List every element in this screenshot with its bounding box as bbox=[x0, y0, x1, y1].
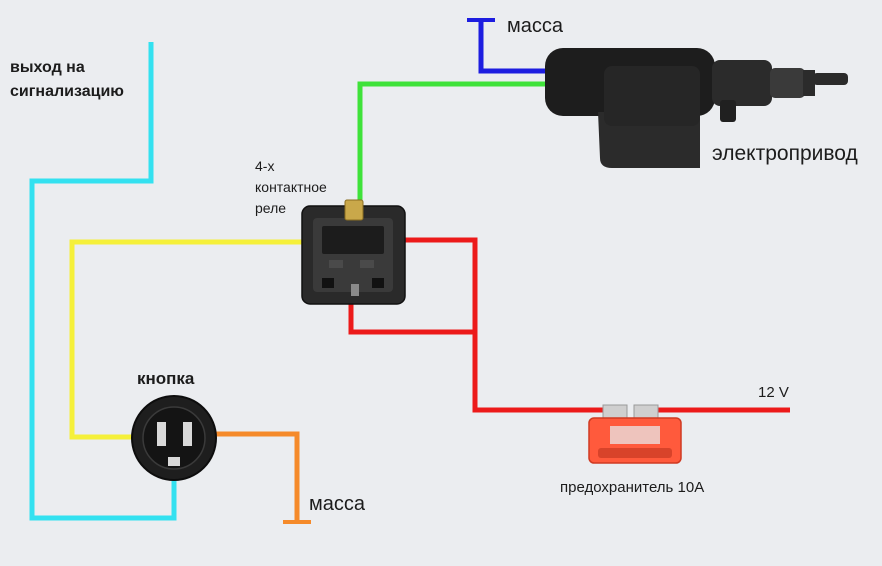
signal-wire bbox=[29, 42, 177, 521]
voltage-label: 12 V bbox=[758, 384, 789, 401]
yellow-wire bbox=[69, 239, 312, 440]
relay-label-line1: 4-х bbox=[255, 158, 275, 174]
signal-output-label-line2: сигнализацию bbox=[10, 83, 124, 100]
relay-label: 4-х контактное реле bbox=[255, 156, 327, 219]
actuator bbox=[545, 48, 848, 168]
mass-top-label: масса bbox=[507, 15, 563, 37]
mass-bottom-label: масса bbox=[309, 493, 365, 515]
red-wire-right bbox=[400, 237, 603, 413]
button-label: кнопка bbox=[137, 369, 195, 388]
orange-wire bbox=[200, 431, 300, 522]
red-wire-bottom bbox=[348, 300, 475, 335]
signal-output-label: выход на сигнализацию bbox=[10, 56, 124, 104]
green-wire bbox=[357, 81, 552, 208]
button bbox=[131, 395, 217, 481]
actuator-label: электропривод bbox=[712, 142, 858, 165]
signal-output-label-line1: выход на bbox=[10, 59, 85, 76]
relay-label-line3: реле bbox=[255, 200, 287, 216]
fuse bbox=[588, 404, 682, 464]
blue-wire bbox=[478, 20, 548, 74]
fuse-label: предохранитель 10А bbox=[560, 479, 705, 496]
relay bbox=[301, 199, 406, 305]
relay-label-line2: контактное bbox=[255, 179, 327, 195]
